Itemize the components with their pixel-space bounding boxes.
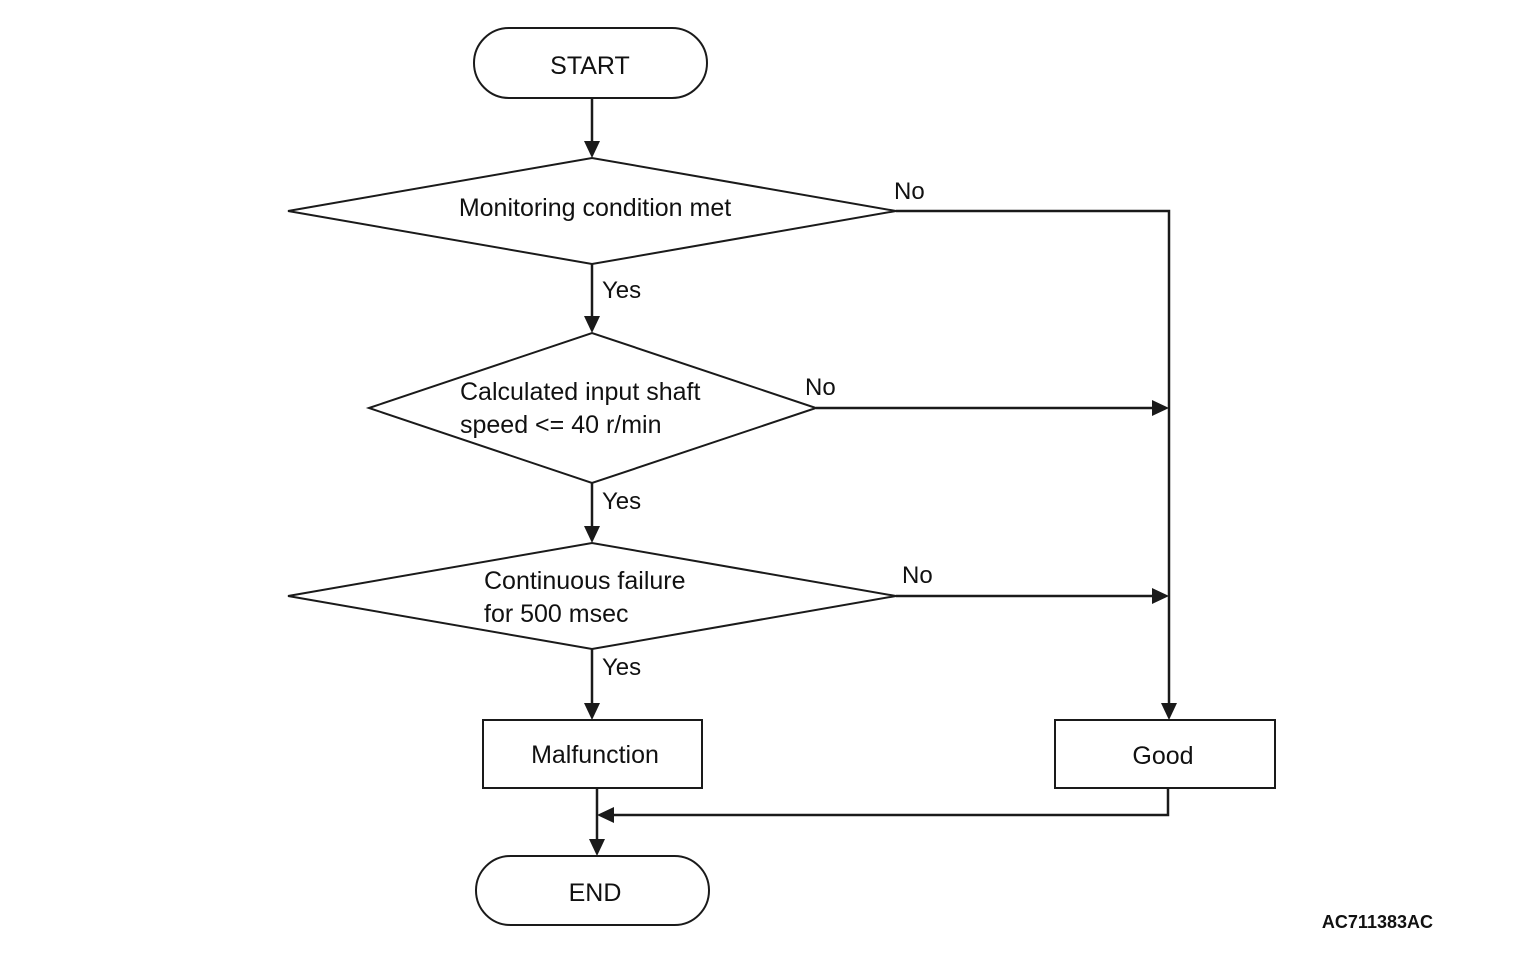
decision-input-shaft-speed-label-line1: Calculated input shaft: [460, 378, 700, 406]
figure-reference-code: AC711383AC: [1322, 912, 1433, 932]
arrowhead-right: [1152, 588, 1169, 604]
good-box: Good: [1054, 719, 1276, 789]
arrowhead-right: [1152, 400, 1169, 416]
connector-decision1-yes: [584, 264, 600, 333]
connector-start-to-decision1: [584, 98, 600, 158]
connector-decision2-no: [816, 400, 1169, 416]
branch-label-decision2-yes: Yes: [602, 488, 641, 515]
decision-input-shaft-speed-label-line2: speed <= 40 r/min: [460, 411, 662, 439]
good-label: Good: [1132, 742, 1193, 770]
decision-monitoring-condition: Monitoring condition met: [287, 156, 897, 266]
arrowhead-down: [589, 839, 605, 856]
connector-decision1-no: [896, 209, 1177, 720]
decision-input-shaft-speed: Calculated input shaft speed <= 40 r/min: [365, 331, 820, 485]
branch-label-decision1-yes: Yes: [602, 277, 641, 304]
connector-malfunction-to-end: [589, 788, 605, 856]
arrowhead-down: [1161, 703, 1177, 720]
branch-label-decision3-yes: Yes: [602, 654, 641, 681]
arrowhead-down: [584, 141, 600, 158]
connector-decision3-no: [896, 588, 1169, 604]
decision-continuous-failure: Continuous failure for 500 msec: [287, 541, 897, 651]
arrowhead-down: [584, 316, 600, 333]
decision-continuous-failure-label-line1: Continuous failure: [484, 567, 686, 595]
branch-label-decision2-no: No: [805, 374, 836, 401]
malfunction-box: Malfunction: [482, 719, 703, 789]
decision-continuous-failure-label-line2: for 500 msec: [484, 600, 629, 628]
start-terminal: START: [473, 27, 708, 99]
branch-label-decision3-no: No: [902, 562, 933, 589]
decision-monitoring-condition-label: Monitoring condition met: [459, 194, 731, 222]
end-label: END: [569, 879, 622, 907]
arrowhead-left: [597, 807, 614, 823]
branch-label-decision1-no: No: [894, 178, 925, 205]
start-label: START: [550, 52, 630, 80]
end-terminal: END: [475, 855, 710, 926]
connector-decision2-yes: [584, 483, 600, 543]
arrowhead-down: [584, 526, 600, 543]
malfunction-label: Malfunction: [531, 741, 659, 769]
arrowhead-down: [584, 703, 600, 720]
connector-good-to-merge: [597, 788, 1170, 823]
connector-decision3-yes: [584, 649, 600, 720]
